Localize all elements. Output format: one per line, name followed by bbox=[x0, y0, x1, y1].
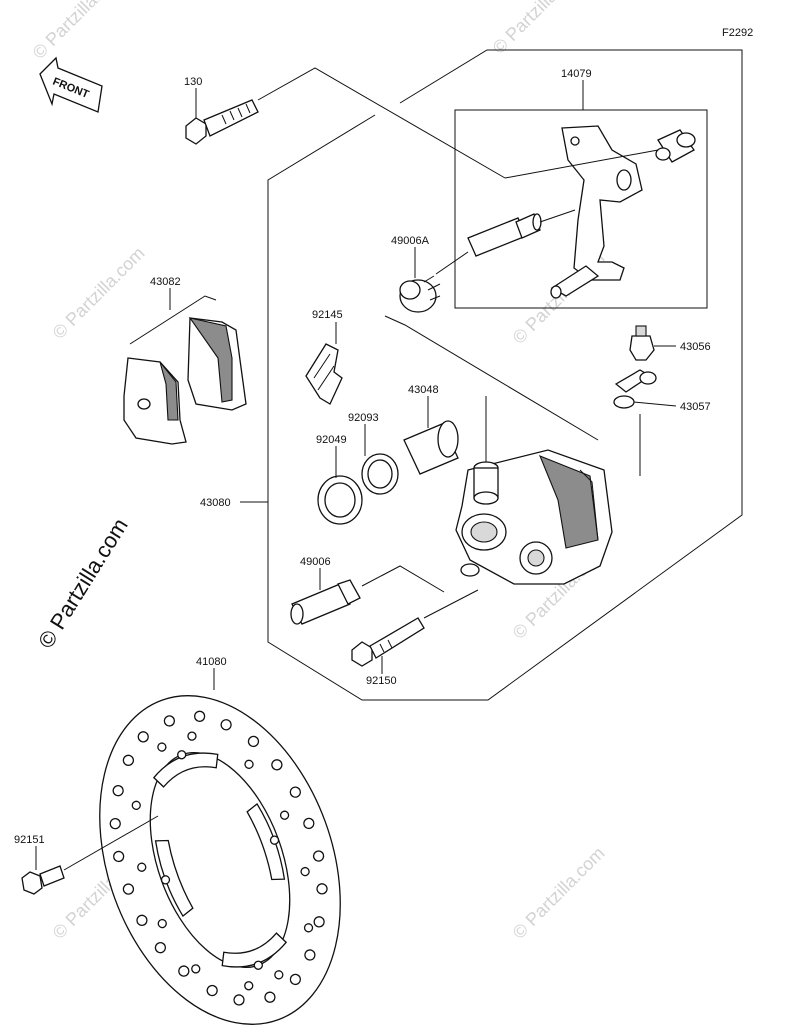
bolt-92150 bbox=[351, 617, 425, 667]
copyright-watermark: © Partzilla.com bbox=[33, 514, 133, 653]
assembly-outline bbox=[267, 49, 743, 701]
watermark: © Partzilla.com bbox=[29, 0, 129, 63]
part-label-92049: 92049 bbox=[316, 434, 347, 446]
bolt-92151 bbox=[21, 865, 65, 895]
part-label-43048: 43048 bbox=[408, 384, 439, 396]
brake-disc-41080 bbox=[99, 695, 341, 1025]
caliper-body bbox=[455, 449, 613, 585]
seal-92093 bbox=[361, 453, 399, 495]
part-label-92151: 92151 bbox=[14, 834, 45, 846]
watermark: © Partzilla.com bbox=[489, 0, 589, 58]
seal-92049 bbox=[317, 475, 363, 525]
disc-holes bbox=[109, 710, 328, 1006]
dust-boot-49006A bbox=[399, 275, 441, 313]
part-label-43082: 43082 bbox=[150, 276, 181, 288]
part-label-43057: 43057 bbox=[680, 401, 711, 413]
part-label-49006A: 49006A bbox=[391, 235, 430, 247]
part-label-43080: 43080 bbox=[200, 497, 231, 509]
slide-pin-49006 bbox=[290, 579, 361, 625]
piston-43048 bbox=[403, 420, 459, 475]
part-labels: 130 14079 49006A 43082 92145 43056 43057… bbox=[14, 68, 711, 846]
part-label-43056: 43056 bbox=[680, 341, 711, 353]
slide-pin bbox=[467, 213, 542, 257]
brake-pads bbox=[123, 317, 247, 445]
bleeder-valve-43056 bbox=[629, 325, 655, 361]
part-label-130: 130 bbox=[184, 76, 202, 88]
part-label-92145: 92145 bbox=[312, 309, 343, 321]
bolt-130 bbox=[185, 99, 259, 145]
caliper-bracket bbox=[550, 125, 696, 299]
watermark: © Partzilla.com bbox=[509, 843, 609, 943]
bracket-box bbox=[454, 109, 708, 309]
front-direction-arrow: FRONT bbox=[39, 56, 103, 113]
part-label-92093: 92093 bbox=[348, 412, 379, 424]
part-label-49006: 49006 bbox=[300, 556, 331, 568]
watermark: © Partzilla.com bbox=[49, 243, 149, 343]
part-label-41080: 41080 bbox=[196, 656, 227, 668]
part-label-14079: 14079 bbox=[561, 68, 592, 80]
pad-spring-92145 bbox=[305, 343, 343, 405]
figure-code: F2292 bbox=[722, 27, 753, 39]
part-label-92150: 92150 bbox=[366, 675, 397, 687]
